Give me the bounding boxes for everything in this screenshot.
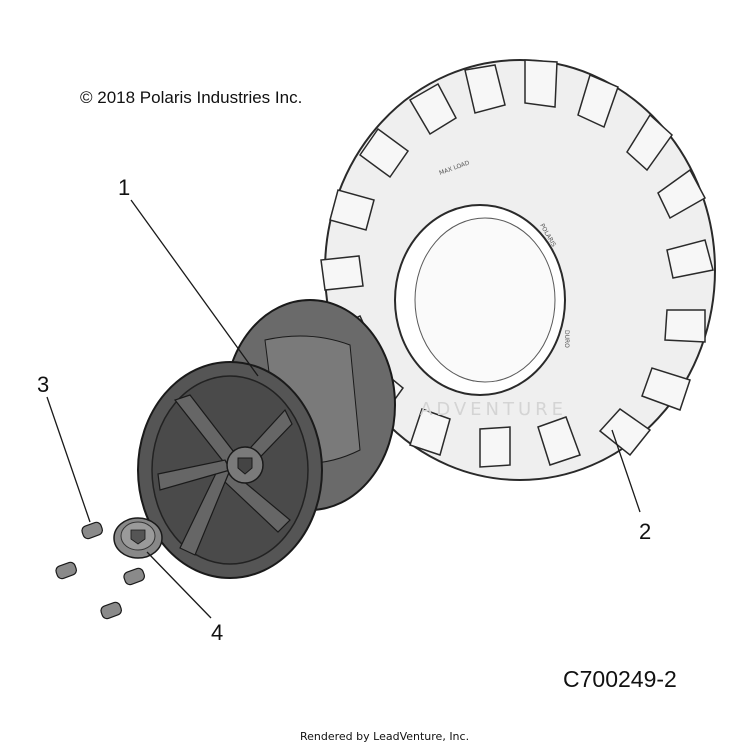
wheel-illustration (137, 299, 396, 579)
lug-nuts-illustration (55, 521, 145, 620)
leader-line-1 (130, 199, 259, 377)
callout-3: 3 (37, 372, 50, 397)
rendered-by-credit: Rendered by LeadVenture, Inc. (300, 730, 470, 743)
watermark: ADVENTURE (420, 399, 567, 420)
callout-4: 4 (211, 620, 224, 645)
copyright-text: © 2018 Polaris Industries Inc. (80, 88, 303, 107)
callout-1: 1 (118, 175, 131, 200)
leader-line-4 (146, 551, 212, 619)
svg-text:DURO: DURO (563, 330, 570, 348)
callout-2: 2 (639, 519, 652, 544)
leader-lines (46, 199, 641, 619)
leader-line-3 (46, 396, 91, 523)
tire-illustration: MAX LOAD POLARIS DURO (320, 59, 716, 481)
part-number: C700249-2 (563, 666, 677, 692)
leader-line-2 (611, 429, 641, 513)
center-cap-illustration (113, 517, 163, 559)
